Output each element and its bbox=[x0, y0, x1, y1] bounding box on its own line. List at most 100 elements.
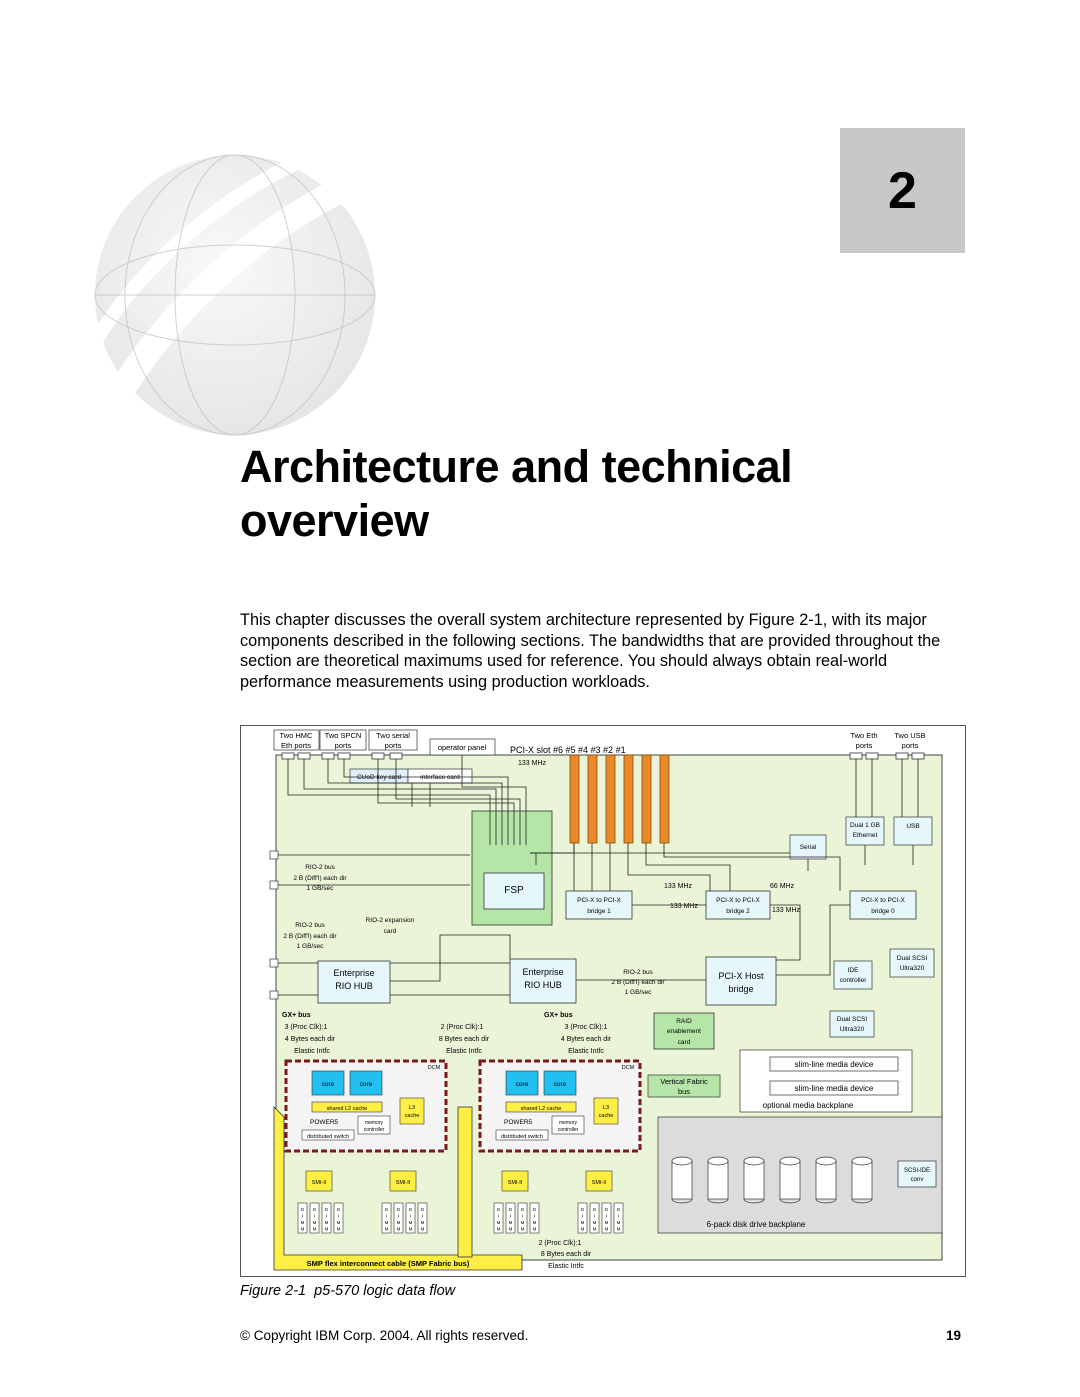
dimm-letter: M bbox=[533, 1227, 537, 1232]
dimm-modules: DIMMDIMMDIMMDIMMDIMMDIMMDIMMDIMMDIMMDIMM… bbox=[297, 1202, 624, 1234]
page-number: 19 bbox=[946, 1328, 962, 1343]
mem-right-2: controller bbox=[558, 1127, 579, 1133]
core-r2: core bbox=[554, 1081, 567, 1088]
dimm-letter: D bbox=[409, 1207, 413, 1212]
dimm-letter: M bbox=[325, 1220, 329, 1225]
bytes-mid: 8 Bytes each dir bbox=[439, 1036, 490, 1043]
dimm-letter: M bbox=[497, 1220, 501, 1225]
pcix-bridge-1: PCI-X to PCI-X bridge 1 bbox=[565, 890, 633, 920]
dual-scsi-top-2: Ultra320 bbox=[900, 965, 925, 972]
smi-4: SMI-II bbox=[592, 1180, 607, 1186]
figure-caption-label: Figure 2-1 bbox=[240, 1283, 307, 1299]
dimm-module bbox=[613, 1202, 624, 1234]
dimm-letter: M bbox=[421, 1220, 425, 1225]
mhz-133-c: 133 MHz bbox=[772, 907, 801, 914]
footer-copyright: © Copyright IBM Corp. 2004. All rights r… bbox=[240, 1328, 529, 1343]
intro-paragraph: This chapter discusses the overall syste… bbox=[240, 611, 941, 691]
dimm-letter: D bbox=[533, 1207, 537, 1212]
proc-clk-bottom: 2 (Proc Clk):1 bbox=[539, 1240, 582, 1247]
dimm-letter: I bbox=[314, 1214, 315, 1219]
dual-1gb-label1: Dual 1 GB bbox=[850, 822, 880, 829]
gx-bus-left: GX+ bus bbox=[282, 1012, 311, 1019]
mhz-66: 66 MHz bbox=[770, 883, 795, 890]
dimm-letter: D bbox=[325, 1207, 329, 1212]
dimm-letter: M bbox=[533, 1220, 537, 1225]
bridge0-label2: bridge 0 bbox=[871, 908, 895, 915]
dual-1gb-label2: Ethernet bbox=[853, 832, 878, 839]
dimm-letter: M bbox=[509, 1227, 513, 1232]
pcix-host-bridge: PCI-X Host bridge bbox=[705, 956, 777, 1006]
dimm-letter: M bbox=[301, 1220, 305, 1225]
dimm-letter: D bbox=[301, 1207, 305, 1212]
dimm-letter: D bbox=[521, 1207, 525, 1212]
rio2-bw-c1: 2 B (Diff'l) each dir bbox=[611, 979, 665, 986]
l3-left-2: cache bbox=[405, 1113, 420, 1119]
dimm-module bbox=[529, 1202, 540, 1234]
dcm-left: DCM core core shared L2 cache L3 cache P… bbox=[284, 1059, 448, 1153]
rio2-bw-a1: 2 B (Diff'l) each dir bbox=[293, 875, 347, 882]
dimm-module bbox=[601, 1202, 612, 1234]
mem-left-1: memory bbox=[365, 1120, 384, 1126]
disk-drive bbox=[779, 1160, 801, 1200]
mhz-133-a: 133 MHz bbox=[664, 883, 693, 890]
dimm-letter: M bbox=[385, 1220, 389, 1225]
pcix-host-1: PCI-X Host bbox=[718, 971, 764, 981]
dimm-letter: M bbox=[617, 1227, 621, 1232]
dimm-letter: D bbox=[617, 1207, 621, 1212]
l3-right-2: cache bbox=[599, 1113, 614, 1119]
dimm-module bbox=[297, 1202, 308, 1234]
l3-right-1: L3 bbox=[603, 1105, 609, 1111]
dimm-letter: I bbox=[522, 1214, 523, 1219]
dimm-letter: I bbox=[422, 1214, 423, 1219]
bridge2-label2: bridge 2 bbox=[726, 908, 750, 915]
dimm-letter: I bbox=[606, 1214, 607, 1219]
dimm-letter: D bbox=[581, 1207, 585, 1212]
dimm-letter: D bbox=[313, 1207, 317, 1212]
dimm-letter: I bbox=[386, 1214, 387, 1219]
raid-1: RAID bbox=[676, 1018, 692, 1025]
dimm-letter: M bbox=[313, 1220, 317, 1225]
eth-label1: Two Eth bbox=[850, 731, 877, 740]
dimm-letter: I bbox=[534, 1214, 535, 1219]
interface-card: interface card bbox=[420, 774, 460, 781]
disk-drive bbox=[743, 1160, 765, 1200]
usb-label1: Two USB bbox=[894, 731, 925, 740]
dimm-module bbox=[405, 1202, 416, 1234]
disk-drive-top bbox=[779, 1156, 801, 1166]
dimm-letter: M bbox=[385, 1227, 389, 1232]
dimm-module bbox=[393, 1202, 404, 1234]
disk-drive bbox=[851, 1160, 873, 1200]
vfb-1: Vertical Fabric bbox=[660, 1077, 708, 1086]
rio-hub-right: Enterprise RIO HUB bbox=[509, 958, 577, 1004]
serial-label1: Two serial bbox=[376, 731, 410, 740]
power5-right: POWER5 bbox=[504, 1119, 533, 1126]
disk-drive-top bbox=[707, 1156, 729, 1166]
rio2-bw-a2: 1 GB/sec bbox=[307, 885, 334, 892]
elastic-right: Elastic Intfc bbox=[568, 1048, 604, 1055]
rio2-exp-1: RIO-2 expansion bbox=[366, 917, 415, 924]
dist-switch-right: distributed switch bbox=[501, 1134, 543, 1140]
ibm-globe-logo bbox=[68, 143, 390, 446]
disk-drive-top bbox=[851, 1156, 873, 1166]
elastic-mid: Elastic Intfc bbox=[446, 1048, 482, 1055]
proc-clk-left: 3 (Proc Clk):1 bbox=[285, 1024, 328, 1031]
ide-1: IDE bbox=[848, 967, 860, 974]
dimm-letter: M bbox=[581, 1220, 585, 1225]
dimm-letter: M bbox=[409, 1227, 413, 1232]
dimm-letter: D bbox=[509, 1207, 513, 1212]
gx-bus-right: GX+ bus bbox=[544, 1012, 573, 1019]
dimm-letter: D bbox=[385, 1207, 389, 1212]
dimm-module bbox=[505, 1202, 516, 1234]
dimm-module bbox=[381, 1202, 392, 1234]
core-l1: core bbox=[322, 1081, 335, 1088]
slimline-1: slim-line media device bbox=[795, 1060, 874, 1069]
dual-scsi-low-2: Ultra320 bbox=[840, 1026, 865, 1033]
dimm-module bbox=[517, 1202, 528, 1234]
pcix-bridge-2: PCI-X to PCI-X bridge 2 bbox=[705, 890, 771, 920]
dcm-right: DCM core core shared L2 cache L3 cache P… bbox=[478, 1059, 642, 1153]
dimm-letter: I bbox=[498, 1214, 499, 1219]
dimm-letter: M bbox=[313, 1227, 317, 1232]
fsp-block: FSP bbox=[504, 885, 524, 896]
chapter-number: 2 bbox=[888, 161, 917, 220]
serial-label2: ports bbox=[385, 741, 402, 750]
